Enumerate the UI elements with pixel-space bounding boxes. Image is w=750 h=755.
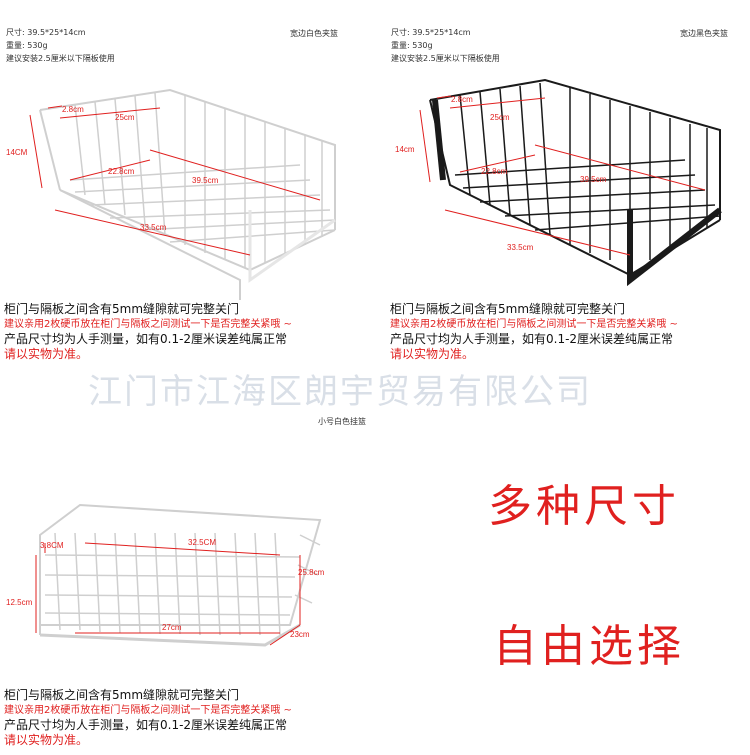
- caption-line-4: 请以实物为准。: [4, 733, 89, 747]
- spec-size: 尺寸: 39.5*25*14cm: [6, 28, 86, 37]
- company-watermark: 江门市江海区朗宇贸易有限公司: [88, 372, 592, 412]
- caption-line-1: 柜门与隔板之间含有5mm缝隙就可完整关门: [4, 688, 240, 702]
- product-panel-white-wide: 尺寸: 39.5*25*14cm 重量: 530g 建议安装2.5厘米以下隔板使…: [0, 0, 375, 400]
- caption-line-2: 建议亲用2枚硬币放在柜门与隔板之间测试一下是否完整关紧哦 ~: [390, 319, 678, 330]
- dim-label: 25.8cm: [298, 568, 325, 577]
- product-tag: 小号白色挂篮: [318, 417, 366, 426]
- dim-label: 14CM: [6, 148, 28, 157]
- caption-line-2: 建议亲用2枚硬币放在柜门与隔板之间测试一下是否完整关紧哦 ~: [4, 705, 292, 716]
- spec-size: 尺寸: 39.5*25*14cm: [391, 28, 471, 37]
- dim-label: 33.5cm: [140, 223, 167, 232]
- promo-line-2: 自由选择: [493, 621, 685, 672]
- basket-image-black: 2.8cm 25cm 14cm 22.8cm 39.5cm 33.5cm: [395, 78, 722, 287]
- product-panel-white-small: 小号白色挂篮 3.8CM 32.5CM: [0, 400, 375, 750]
- dim-label: 14cm: [395, 145, 415, 154]
- caption-line-2: 建议亲用2枚硬币放在柜门与隔板之间测试一下是否完整关紧哦 ~: [4, 319, 292, 330]
- dim-label: 22.8cm: [481, 167, 508, 176]
- dim-label: 22.8cm: [108, 167, 135, 176]
- dim-label: 39.5cm: [580, 175, 607, 184]
- caption-line-1: 柜门与隔板之间含有5mm缝隙就可完整关门: [390, 302, 626, 316]
- product-tag: 宽边白色夹篮: [290, 29, 338, 38]
- spec-weight: 重量: 530g: [391, 41, 433, 50]
- caption-block: 柜门与隔板之间含有5mm缝隙就可完整关门 建议亲用2枚硬币放在柜门与隔板之间测试…: [4, 688, 372, 748]
- caption-line-3: 产品尺寸均为人手测量，如有0.1-2厘米误差纯属正常: [4, 718, 288, 732]
- dim-label: 2.8cm: [62, 105, 84, 114]
- spec-note: 建议安装2.5厘米以下隔板使用: [391, 54, 500, 63]
- product-panel-black-wide: 尺寸: 39.5*25*14cm 重量: 530g 建议安装2.5厘米以下隔板使…: [385, 0, 750, 400]
- basket-image-white: 2.8cm 25cm 14CM 22.8cm 39.5cm 33.5cm: [6, 88, 336, 300]
- dim-label: 2.8cm: [451, 95, 473, 104]
- caption-line-4: 请以实物为准。: [4, 347, 89, 361]
- caption-line-3: 产品尺寸均为人手测量，如有0.1-2厘米误差纯属正常: [4, 332, 288, 346]
- dim-label: 25cm: [115, 113, 135, 122]
- dim-label: 39.5cm: [192, 176, 219, 185]
- dim-label: 12.5cm: [6, 598, 33, 607]
- caption-line-3: 产品尺寸均为人手测量，如有0.1-2厘米误差纯属正常: [390, 332, 674, 346]
- promo-line-1: 多种尺寸: [488, 481, 680, 532]
- caption-line-1: 柜门与隔板之间含有5mm缝隙就可完整关门: [4, 302, 240, 316]
- dim-label: 23cm: [290, 630, 310, 639]
- caption-block: 柜门与隔板之间含有5mm缝隙就可完整关门 建议亲用2枚硬币放在柜门与隔板之间测试…: [4, 302, 372, 362]
- dim-label: 3.8CM: [40, 541, 64, 550]
- dim-label: 33.5cm: [507, 243, 534, 252]
- dim-label: 25cm: [490, 113, 510, 122]
- spec-weight: 重量: 530g: [6, 41, 48, 50]
- spec-note: 建议安装2.5厘米以下隔板使用: [6, 54, 115, 63]
- caption-block: 柜门与隔板之间含有5mm缝隙就可完整关门 建议亲用2枚硬币放在柜门与隔板之间测试…: [390, 302, 750, 362]
- caption-line-4: 请以实物为准。: [390, 347, 475, 361]
- product-tag: 宽边黑色夹篮: [680, 29, 728, 38]
- dim-label: 27cm: [162, 623, 182, 632]
- dim-label: 32.5CM: [188, 538, 216, 547]
- basket-image-white-small: 3.8CM 32.5CM 25.8cm 12.5cm 27cm 23cm: [6, 503, 325, 647]
